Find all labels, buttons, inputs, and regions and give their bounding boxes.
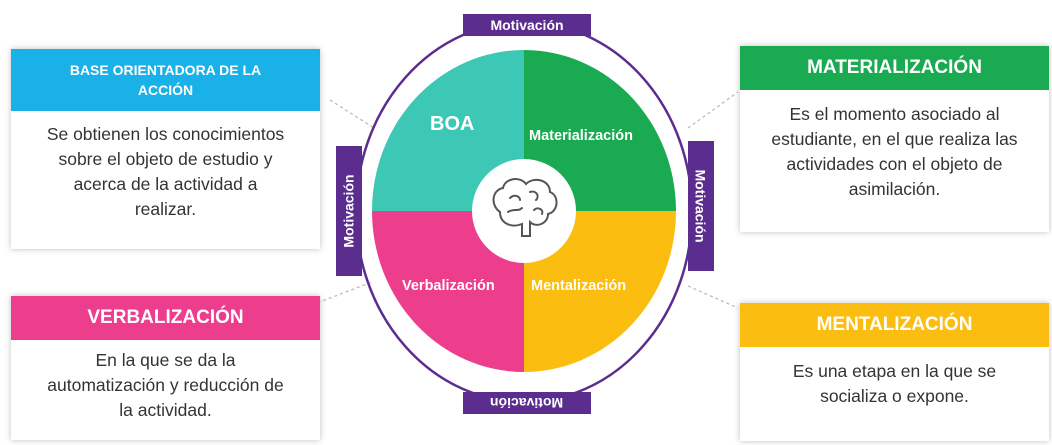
card-base-title-line1: BASE ORIENTADORA DE LA — [69, 62, 262, 78]
card-verbalizacion-line: En la que se da la — [95, 350, 236, 370]
card-mentalizacion-header: MENTALIZACIÓN — [740, 303, 1049, 347]
card-base-line: realizar. — [134, 199, 197, 219]
connector-base — [329, 99, 375, 129]
center-circle — [472, 159, 576, 263]
card-materializacion-title: MATERIALIZACIÓN — [807, 57, 982, 78]
connector-mentalizacion — [687, 285, 739, 309]
card-verbalizacion-line: automatización y reducción de — [47, 375, 284, 395]
card-verbalizacion-title: VERBALIZACIÓN — [87, 307, 244, 328]
card-base-line: Se obtienen los conocimientos — [46, 124, 285, 144]
card-base-body: Se obtienen los conocimientos sobre el o… — [11, 122, 320, 222]
card-materializacion-line: asimilación. — [848, 179, 941, 199]
card-verbalizacion-header: VERBALIZACIÓN — [11, 296, 320, 340]
quadrant-label-verbalizacion: Verbalización — [402, 278, 495, 294]
card-materializacion-header: MATERIALIZACIÓN — [740, 46, 1049, 90]
quadrant-label-materializacion: Materialización — [529, 128, 633, 144]
card-materializacion-line: Es el momento asociado al — [789, 104, 1000, 124]
card-materializacion-line: estudiante, en el que realiza las — [771, 129, 1018, 149]
card-materializacion-line: actividades con el objeto de — [786, 154, 1003, 174]
motivacion-tag-left: Motivación — [336, 146, 362, 276]
quadrant-label-mentalizacion: Mentalización — [531, 278, 627, 294]
connector-materializacion — [687, 91, 739, 129]
motivacion-tag-bottom: Motivación — [463, 392, 591, 414]
card-verbalizacion-line: la actividad. — [119, 400, 212, 420]
card-materializacion: MATERIALIZACIÓN Es el momento asociado a… — [740, 46, 1049, 232]
card-mentalizacion-body: Es una etapa en la que se socializa o ex… — [740, 359, 1049, 409]
card-verbalizacion: VERBALIZACIÓN En la que se da la automat… — [11, 296, 320, 440]
connector-verbalizacion — [311, 281, 373, 306]
connector-lines — [311, 91, 739, 309]
card-mentalizacion-line: Es una etapa en la que se — [792, 361, 997, 381]
brain-icon — [492, 178, 558, 237]
card-verbalizacion-body: En la que se da la automatización y redu… — [11, 348, 320, 423]
card-base-header: BASE ORIENTADORA DE LA ACCIÓN — [11, 49, 320, 111]
quadrant-label-boa: BOA — [430, 113, 475, 135]
card-mentalizacion-line: socializa o expone. — [820, 386, 969, 406]
motivacion-tag-right: Motivación — [688, 141, 714, 271]
card-mentalizacion: MENTALIZACIÓN Es una etapa en la que se … — [740, 303, 1049, 441]
card-mentalizacion-title: MENTALIZACIÓN — [816, 314, 973, 335]
card-base-orientadora: BASE ORIENTADORA DE LA ACCIÓN Se obtiene… — [11, 49, 320, 249]
card-base-title-line2: ACCIÓN — [137, 82, 194, 98]
card-materializacion-body: Es el momento asociado al estudiante, en… — [740, 102, 1049, 202]
card-base-line: sobre el objeto de estudio y — [58, 149, 273, 169]
motivacion-tag-top: Motivación — [463, 14, 591, 36]
card-base-line: acerca de la actividad a — [73, 174, 258, 194]
